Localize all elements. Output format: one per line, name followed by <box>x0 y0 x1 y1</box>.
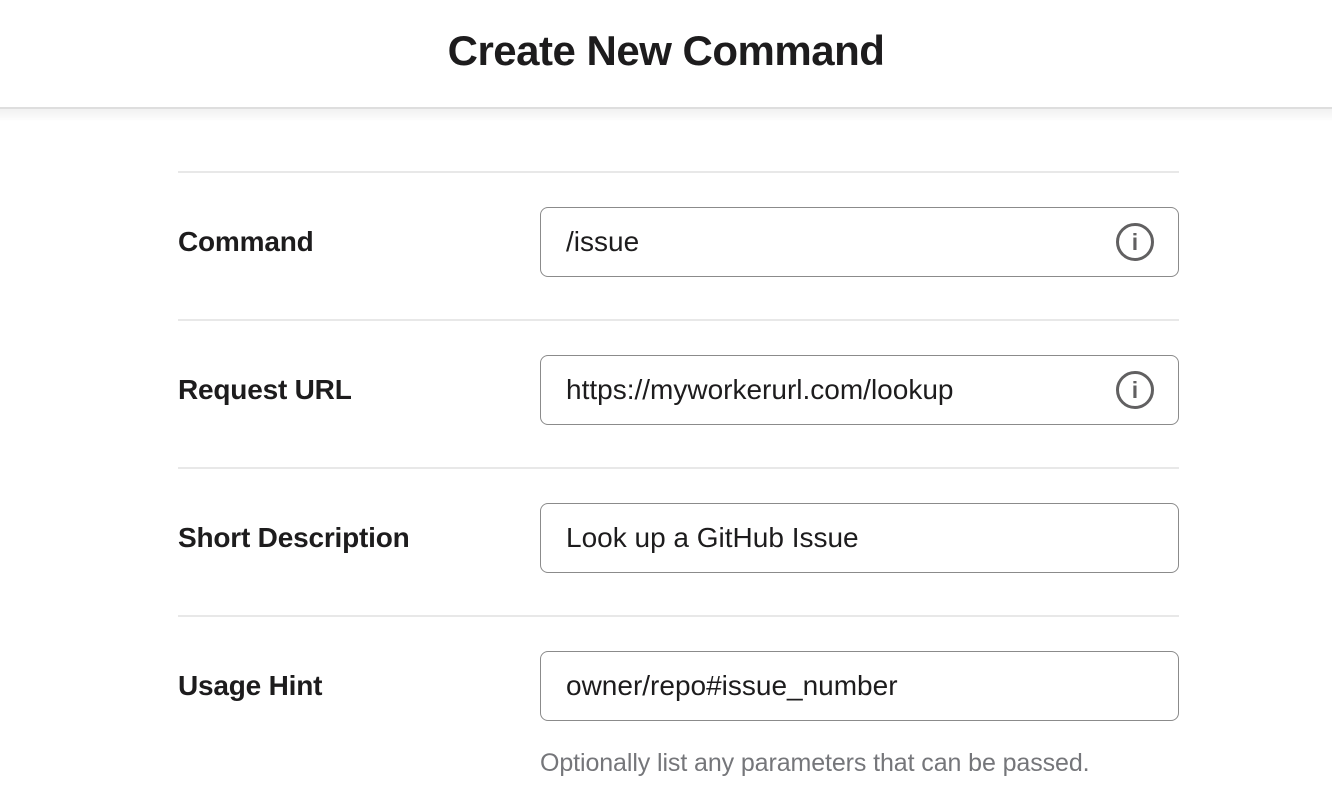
info-icon-glyph: i <box>1131 376 1139 403</box>
create-command-form: Command i Request URL i Short Descriptio… <box>178 171 1179 810</box>
form-row-usage-hint: Usage Hint Optionally list any parameter… <box>178 615 1179 810</box>
usage-hint-input[interactable] <box>540 651 1179 721</box>
page-header: Create New Command <box>0 0 1332 109</box>
short-description-label: Short Description <box>178 522 410 553</box>
info-icon[interactable]: i <box>1116 371 1154 409</box>
request-url-label: Request URL <box>178 374 352 405</box>
header-shadow <box>0 109 1332 122</box>
usage-hint-help-text: Optionally list any parameters that can … <box>540 749 1090 777</box>
form-row-request-url: Request URL i <box>178 319 1179 467</box>
usage-hint-label: Usage Hint <box>178 670 323 701</box>
request-url-input[interactable] <box>540 355 1179 425</box>
short-description-input[interactable] <box>540 503 1179 573</box>
page-title: Create New Command <box>447 26 885 74</box>
info-icon-glyph: i <box>1131 228 1139 255</box>
form-row-command: Command i <box>178 171 1179 319</box>
command-input[interactable] <box>540 207 1179 277</box>
form-row-short-description: Short Description <box>178 467 1179 615</box>
command-label: Command <box>178 226 314 257</box>
info-icon[interactable]: i <box>1116 223 1154 261</box>
